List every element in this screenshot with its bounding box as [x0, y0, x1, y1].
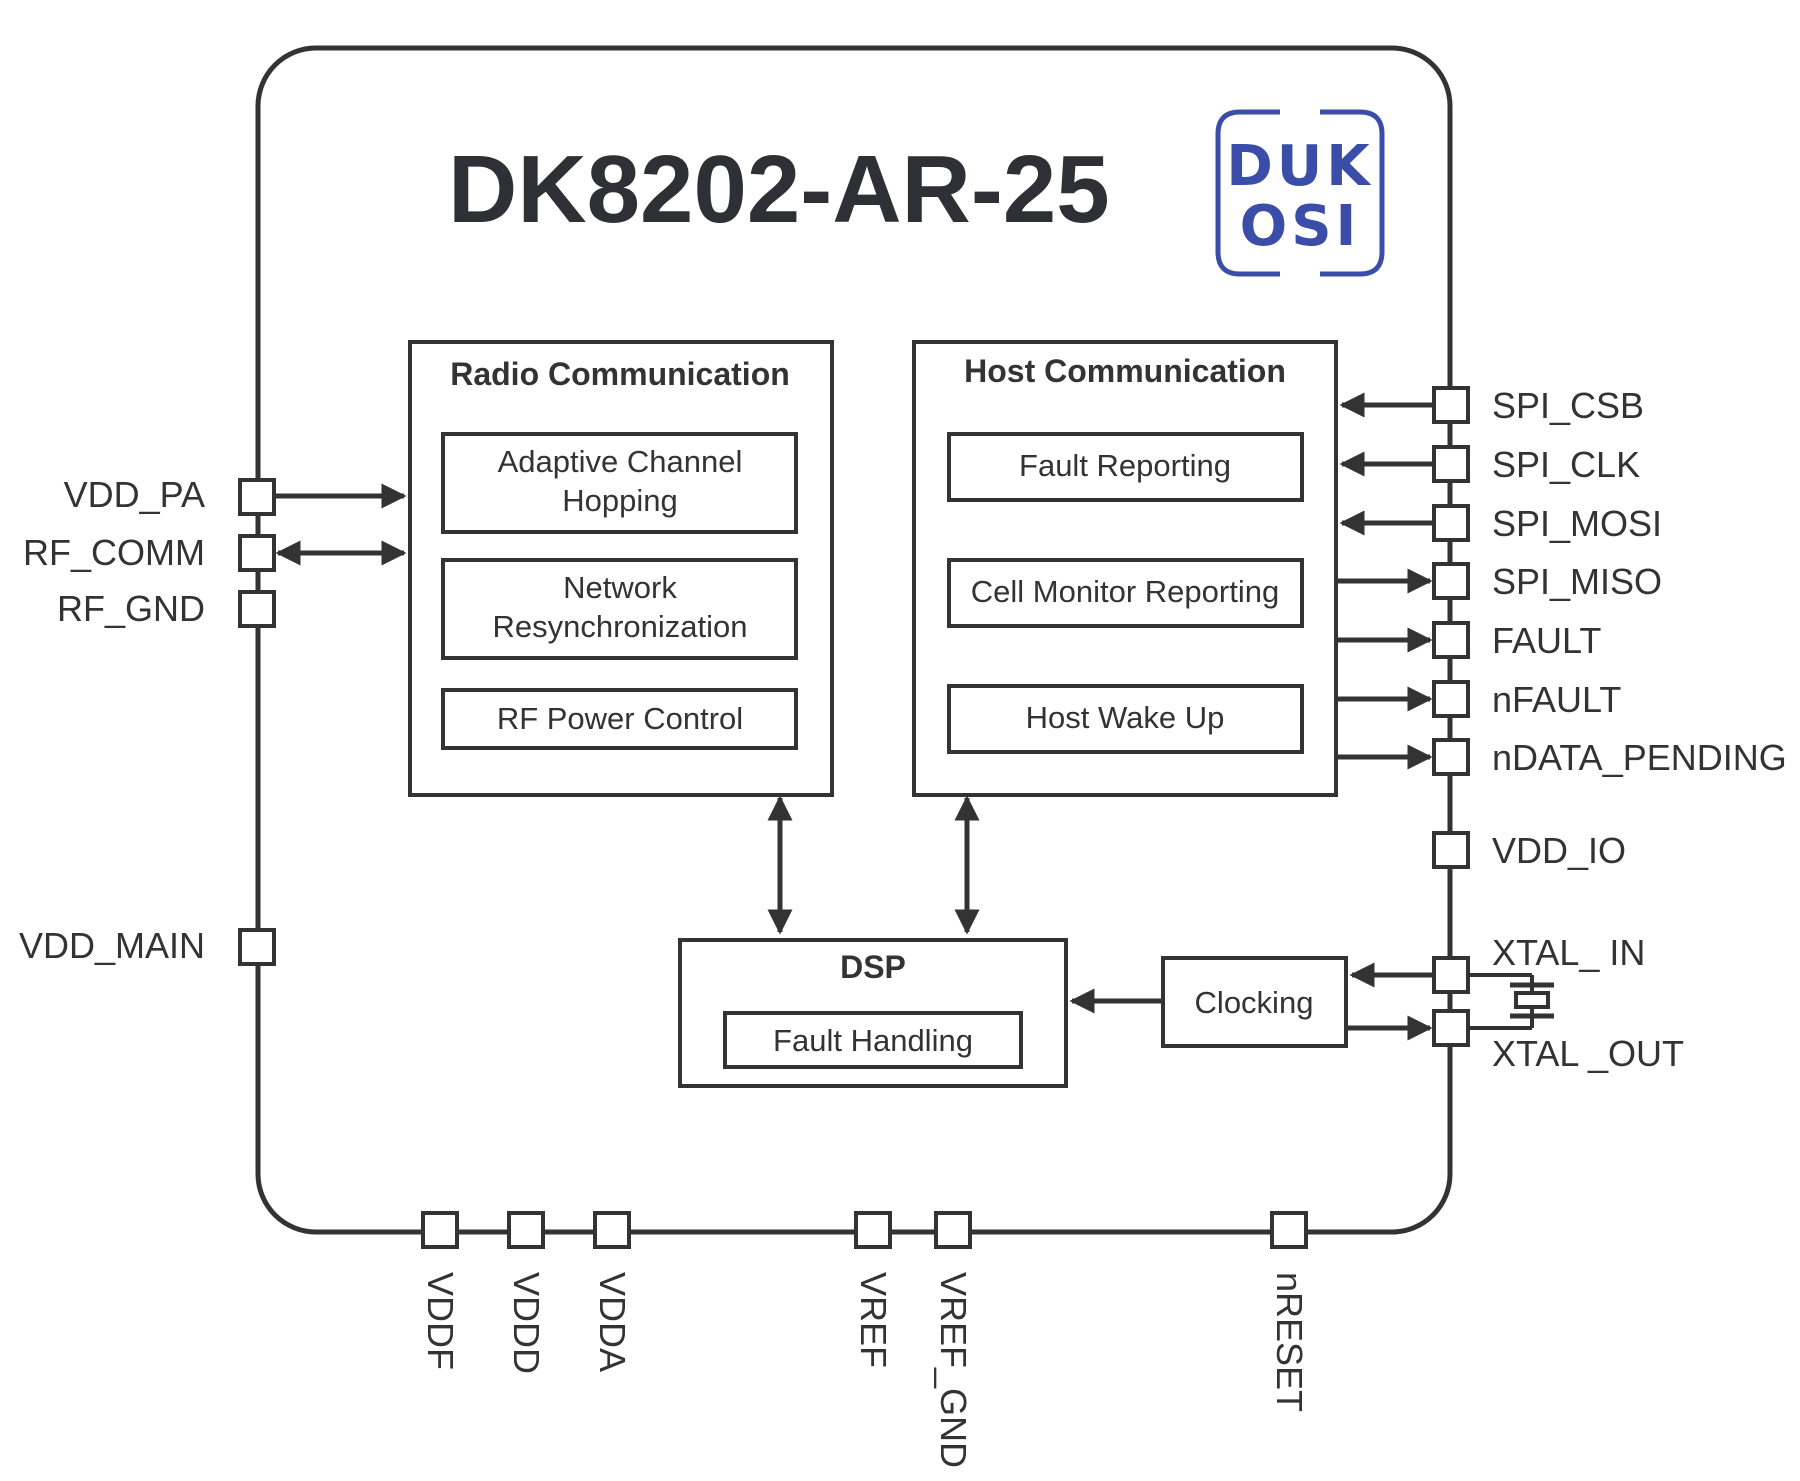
right-pin-arrows: [1338, 392, 1433, 1041]
network-resync-label-2: Resynchronization: [492, 609, 747, 644]
host-block-title: Host Communication: [964, 353, 1286, 389]
network-resync-label-1: Network: [563, 570, 677, 605]
label-xtal-out: XTAL _OUT: [1492, 1033, 1684, 1074]
host-communication-block: Host Communication Fault Reporting Cell …: [912, 340, 1338, 797]
pin-xtal-out: [1432, 1009, 1470, 1047]
label-spi-csb: SPI_CSB: [1492, 385, 1644, 426]
label-ndata-pending: nDATA_PENDING: [1492, 737, 1787, 778]
label-spi-miso: SPI_MISO: [1492, 561, 1662, 602]
pin-vref-gnd: [934, 1211, 972, 1249]
dsp-block-title: DSP: [840, 949, 906, 985]
bottom-pins: VDDF VDDD VDDA VREF VREF_GND nRESET: [420, 1211, 1310, 1468]
pin-spi-miso: [1432, 562, 1470, 600]
pin-nreset: [1270, 1211, 1308, 1249]
host-wake-up-label: Host Wake Up: [1026, 700, 1225, 735]
pin-spi-csb: [1432, 386, 1470, 424]
left-pins: VDD_PA RF_COMM RF_GND VDD_MAIN: [19, 474, 407, 966]
pin-vdd-pa: [238, 478, 276, 516]
logo-text-line1: DUK: [1226, 134, 1373, 199]
label-vddf: VDDF: [420, 1272, 461, 1370]
rf-power-control-label: RF Power Control: [497, 701, 743, 736]
cell-monitor-reporting-box: Cell Monitor Reporting: [947, 558, 1304, 628]
pin-ndata-pending: [1432, 738, 1470, 776]
label-vdd-main: VDD_MAIN: [19, 925, 205, 966]
fault-reporting-box: Fault Reporting: [947, 432, 1304, 502]
fault-reporting-label: Fault Reporting: [1019, 448, 1231, 483]
pin-rf-comm: [238, 534, 276, 572]
label-nreset: nRESET: [1269, 1272, 1310, 1412]
pin-fault: [1432, 621, 1470, 659]
label-vddd: VDDD: [506, 1272, 547, 1374]
label-vref: VREF: [853, 1272, 894, 1368]
label-vdd-io: VDD_IO: [1492, 830, 1626, 871]
network-resynchronization-box: Network Resynchronization: [441, 558, 798, 660]
dsp-block: DSP Fault Handling: [678, 938, 1068, 1088]
label-fault: FAULT: [1492, 620, 1601, 661]
label-rf-comm: RF_COMM: [23, 532, 205, 573]
adaptive-channel-hopping-label-2: Hopping: [562, 483, 677, 518]
clocking-label: Clocking: [1195, 985, 1314, 1020]
radio-block-title: Radio Communication: [450, 356, 790, 392]
right-pins: SPI_CSB SPI_CLK SPI_MOSI SPI_MISO FAULT …: [1432, 385, 1787, 1074]
radio-communication-block: Radio Communication Adaptive Channel Hop…: [408, 340, 834, 797]
pin-vdd-io: [1432, 831, 1470, 869]
label-spi-mosi: SPI_MOSI: [1492, 503, 1662, 544]
fault-handling-label: Fault Handling: [773, 1023, 973, 1058]
cell-monitor-reporting-label: Cell Monitor Reporting: [971, 574, 1279, 609]
label-spi-clk: SPI_CLK: [1492, 444, 1640, 485]
pin-vddd: [507, 1211, 545, 1249]
label-nfault: nFAULT: [1492, 679, 1621, 720]
label-rf-gnd: RF_GND: [57, 588, 205, 629]
crystal-icon: [1468, 973, 1554, 1030]
adaptive-channel-hopping-label-1: Adaptive Channel: [498, 444, 743, 479]
chip-title: DK8202-AR-25: [448, 136, 1110, 243]
adaptive-channel-hopping-box: Adaptive Channel Hopping: [441, 432, 798, 534]
rf-power-control-box: RF Power Control: [441, 688, 798, 750]
pin-rf-gnd: [238, 590, 276, 628]
pin-vref: [854, 1211, 892, 1249]
pin-vdd-main: [238, 928, 276, 966]
label-vref-gnd: VREF_GND: [933, 1272, 974, 1468]
pin-spi-mosi: [1432, 504, 1470, 542]
pin-vdda: [593, 1211, 631, 1249]
duk-osi-logo: DUK OSI: [1215, 109, 1385, 277]
host-wake-up-box: Host Wake Up: [947, 684, 1304, 754]
label-vdda: VDDA: [592, 1272, 633, 1372]
label-vdd-pa: VDD_PA: [64, 474, 205, 515]
pin-nfault: [1432, 680, 1470, 718]
pin-xtal-in: [1432, 956, 1470, 994]
pin-vddf: [421, 1211, 459, 1249]
clocking-block: Clocking: [1161, 956, 1348, 1048]
label-xtal-in: XTAL_ IN: [1492, 932, 1645, 973]
logo-text-line2: OSI: [1240, 194, 1361, 259]
fault-handling-box: Fault Handling: [723, 1011, 1023, 1069]
pin-spi-clk: [1432, 445, 1470, 483]
